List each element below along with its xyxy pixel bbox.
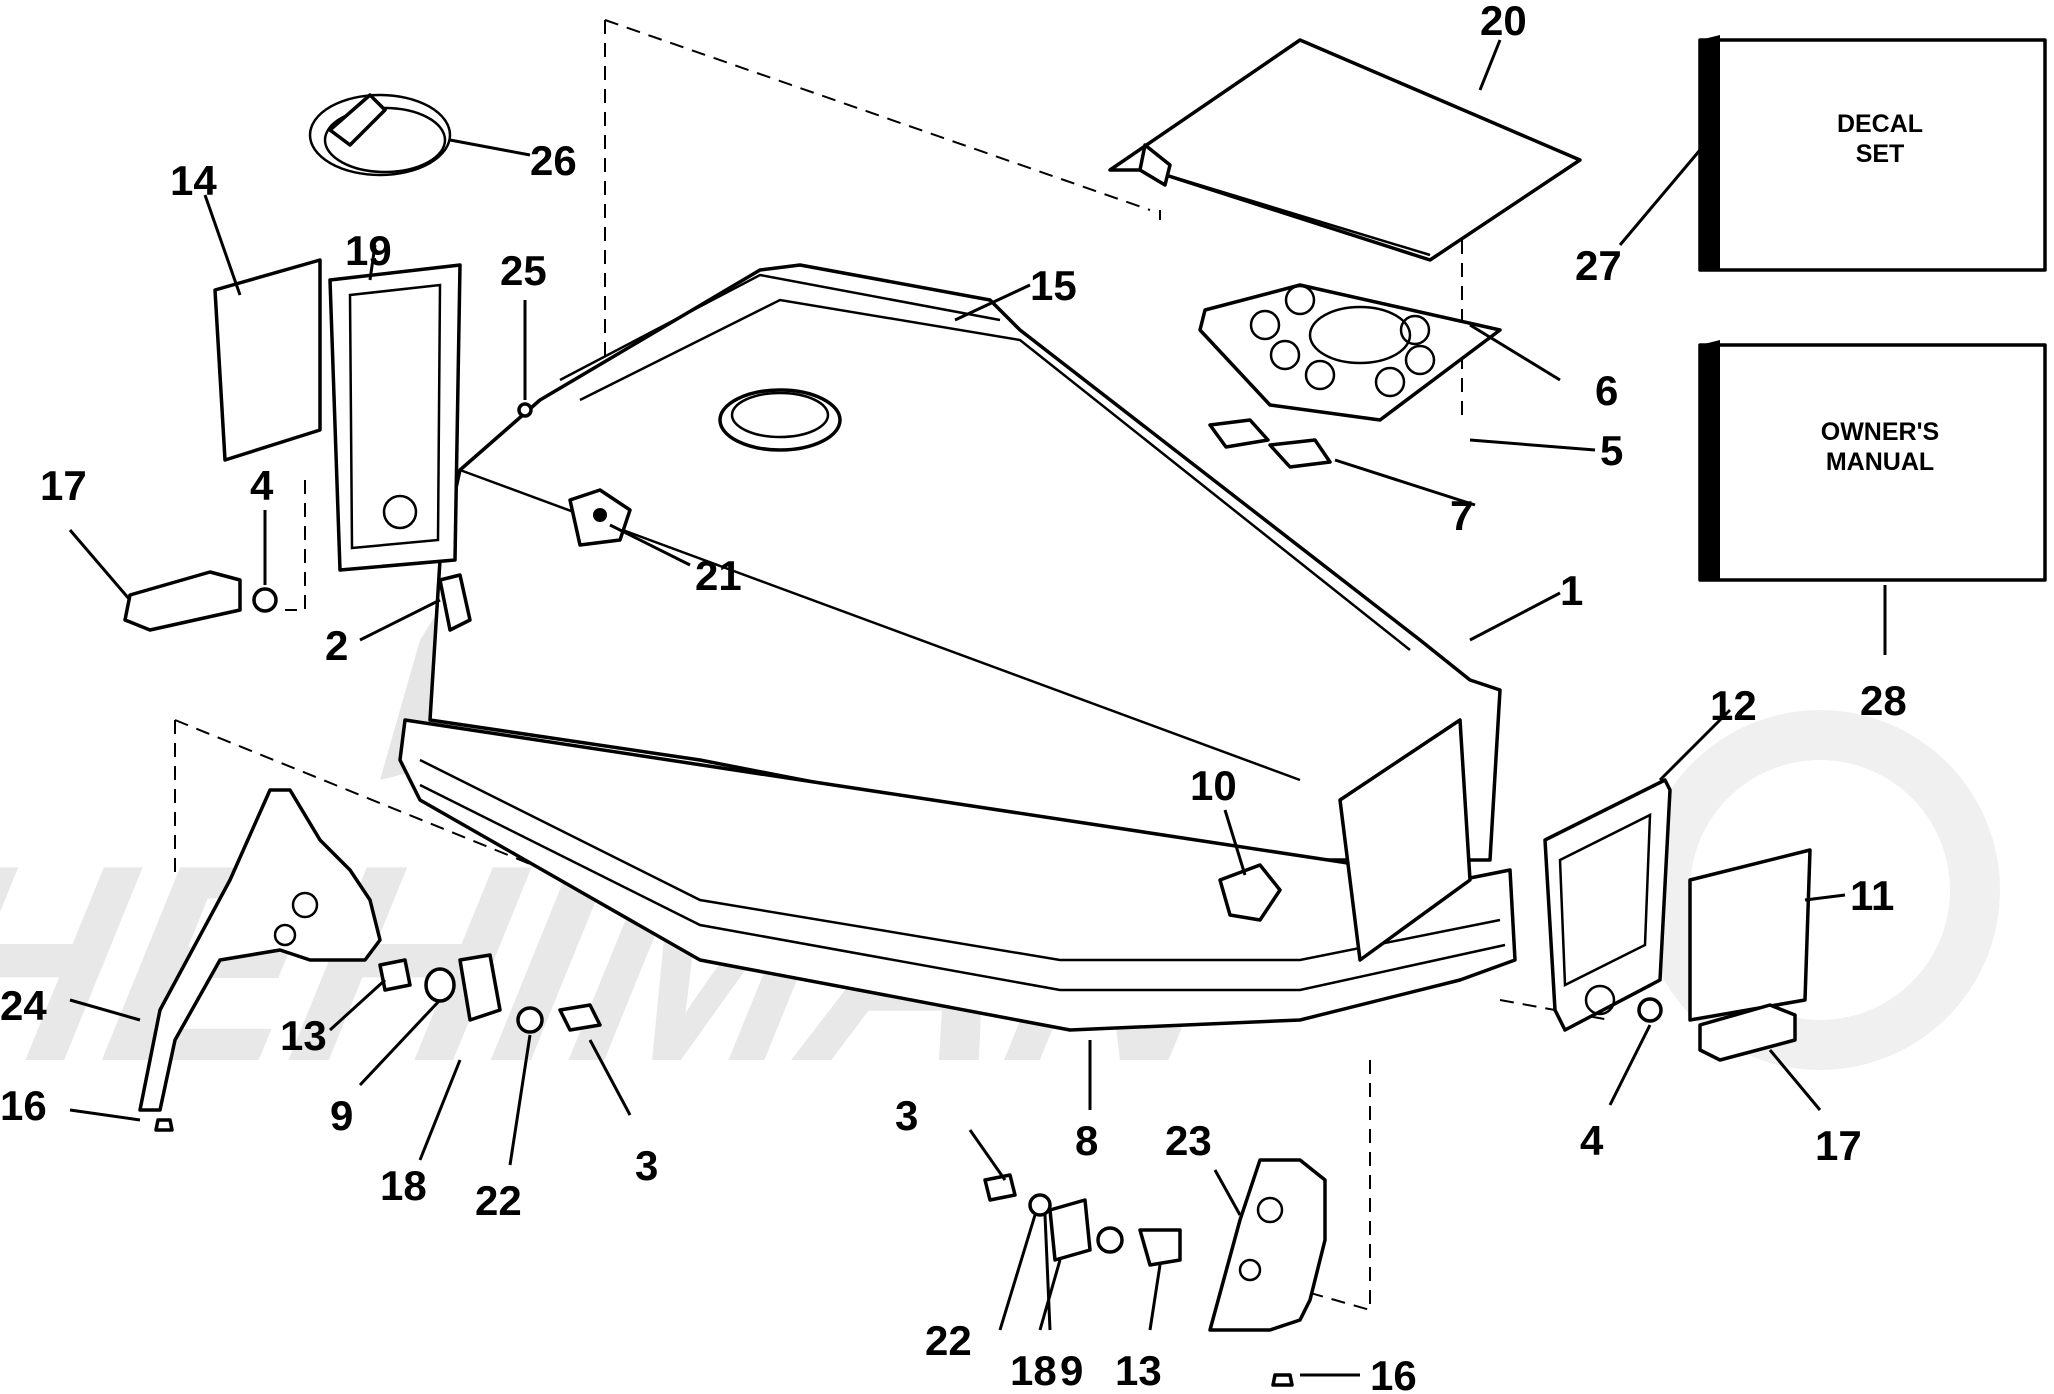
- motor-cover: [398, 263, 1517, 1032]
- callout-20: 20: [1480, 0, 1527, 44]
- top-cover: [1108, 38, 1582, 262]
- callout-3: 3: [635, 1142, 658, 1189]
- right-bracket: [983, 1158, 1327, 1387]
- callout-1: 1: [1560, 567, 1583, 614]
- rubber-pads: [1208, 418, 1332, 469]
- callout-4: 4: [1580, 1117, 1604, 1164]
- callout-18: 18: [1010, 1347, 1057, 1394]
- callout-7: 7: [1450, 492, 1473, 539]
- callout-5: 5: [1600, 427, 1623, 474]
- leader-lines: [68, 39, 1887, 1377]
- callout-17: 17: [40, 462, 87, 509]
- callout-3: 3: [895, 1092, 918, 1139]
- owners-manual-box: OWNER'S MANUAL: [1698, 340, 2047, 582]
- callout-9: 9: [1060, 1347, 1083, 1394]
- decal-set-box: DECAL SET: [1698, 35, 2047, 272]
- callout-23: 23: [1165, 1117, 1212, 1164]
- callout-19: 19: [345, 227, 392, 274]
- callout-28: 28: [1860, 677, 1907, 724]
- callout-15: 15: [1030, 262, 1077, 309]
- decal-set-label-1: DECAL: [1837, 110, 1923, 138]
- owners-manual-label-2: MANUAL: [1826, 448, 1934, 476]
- callout-10: 10: [1190, 762, 1237, 809]
- callout-21: 21: [695, 552, 742, 599]
- callout-8: 8: [1075, 1117, 1098, 1164]
- callout-27: 27: [1575, 242, 1622, 289]
- callout-9: 9: [330, 1092, 353, 1139]
- callout-13: 13: [1115, 1347, 1162, 1394]
- callout-6: 6: [1595, 367, 1618, 414]
- callout-22: 22: [475, 1177, 522, 1224]
- left-side-parts: [123, 93, 533, 632]
- callout-4: 4: [250, 462, 274, 509]
- callout-18: 18: [380, 1162, 427, 1209]
- left-bracket: [138, 788, 602, 1132]
- callout-17: 17: [1815, 1122, 1862, 1169]
- callout-26: 26: [530, 137, 577, 184]
- callout-13: 13: [280, 1012, 327, 1059]
- right-side-parts: [1543, 778, 1812, 1062]
- callout-12: 12: [1710, 682, 1757, 729]
- spark-plug-wire: [308, 93, 452, 177]
- owners-manual-label-1: OWNER'S: [1821, 418, 1939, 446]
- callout-16: 16: [0, 1082, 47, 1129]
- callout-numbers: 1 2 3 3 4 4 5 6 7 8 9 9 10 11 12 13 13 1…: [0, 0, 1907, 1394]
- callout-11: 11: [1850, 872, 1894, 919]
- air-silencer-plate: [1198, 283, 1502, 422]
- callout-24: 24: [0, 982, 47, 1029]
- callout-25: 25: [500, 247, 547, 294]
- callout-22: 22: [925, 1317, 972, 1364]
- decal-set-label-2: SET: [1856, 140, 1905, 168]
- callout-2: 2: [325, 622, 348, 669]
- callout-14: 14: [170, 157, 217, 204]
- callout-16: 16: [1370, 1352, 1417, 1394]
